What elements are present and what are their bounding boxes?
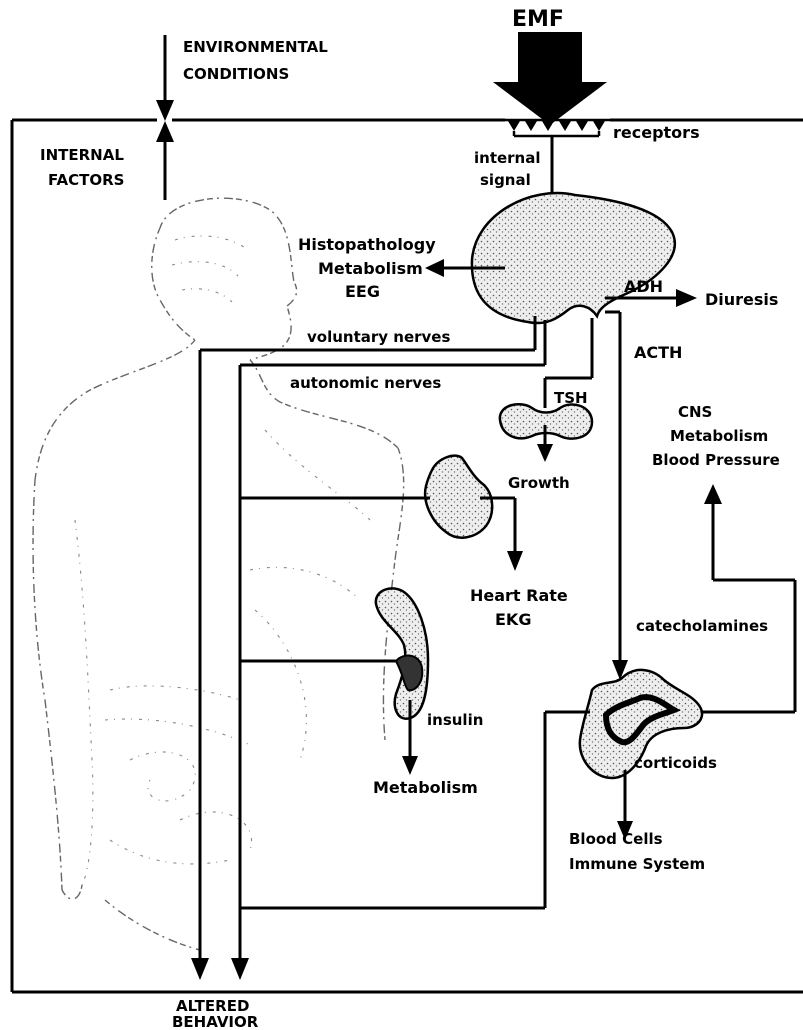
metabolism-pancreas-label: Metabolism — [373, 778, 478, 797]
environment-arrows — [156, 35, 174, 200]
internal-signal-label-2: signal — [480, 171, 531, 189]
adh-label: ADH — [624, 277, 663, 296]
human-body-outline — [33, 198, 404, 950]
heart-rate-label: Heart Rate — [470, 586, 568, 605]
diuresis-label: Diuresis — [705, 290, 778, 309]
ekg-label: EKG — [495, 610, 531, 629]
receptors-group — [505, 120, 610, 136]
blood-pressure-label: Blood Pressure — [652, 451, 780, 469]
autonomic-nerves-label: autonomic nerves — [290, 374, 441, 392]
blood-cells-label: Blood Cells — [569, 830, 663, 848]
environmental-label-2: CONDITIONS — [183, 65, 289, 83]
metabolism-brain-label: Metabolism — [318, 259, 423, 278]
internal-factors-label-2: FACTORS — [48, 171, 124, 189]
acth-pathway — [605, 312, 628, 680]
insulin-label: insulin — [427, 711, 483, 729]
emf-arrow — [493, 32, 607, 125]
metabolism-cns-label: Metabolism — [670, 427, 768, 445]
altered-behavior-line2-holder — [168, 1008, 278, 1030]
emf-label: EMF — [512, 7, 564, 32]
catecholamines-label: catecholamines — [636, 617, 768, 635]
autonomic-nerves-pathway — [231, 320, 545, 980]
voluntary-nerves-label: voluntary nerves — [307, 328, 450, 346]
voluntary-nerves-pathway — [191, 316, 535, 980]
internal-factors-label-1: INTERNAL — [40, 146, 124, 164]
receptors-label: receptors — [613, 123, 700, 142]
adrenal-feedback-line — [240, 712, 590, 908]
histopathology-label: Histopathology — [298, 235, 436, 254]
catecholamines-pathway — [700, 484, 795, 712]
acth-label: ACTH — [634, 343, 682, 362]
internal-signal-label-1: internal — [474, 149, 541, 167]
pancreas-branch — [240, 661, 418, 775]
cns-label: CNS — [678, 403, 712, 421]
environmental-label-1: ENVIRONMENTAL — [183, 38, 328, 56]
brain-organ — [472, 193, 675, 323]
growth-label: Growth — [508, 474, 570, 492]
eeg-label: EEG — [345, 282, 380, 301]
immune-system-label: Immune System — [569, 855, 705, 873]
corticoids-label: corticoids — [634, 754, 717, 772]
